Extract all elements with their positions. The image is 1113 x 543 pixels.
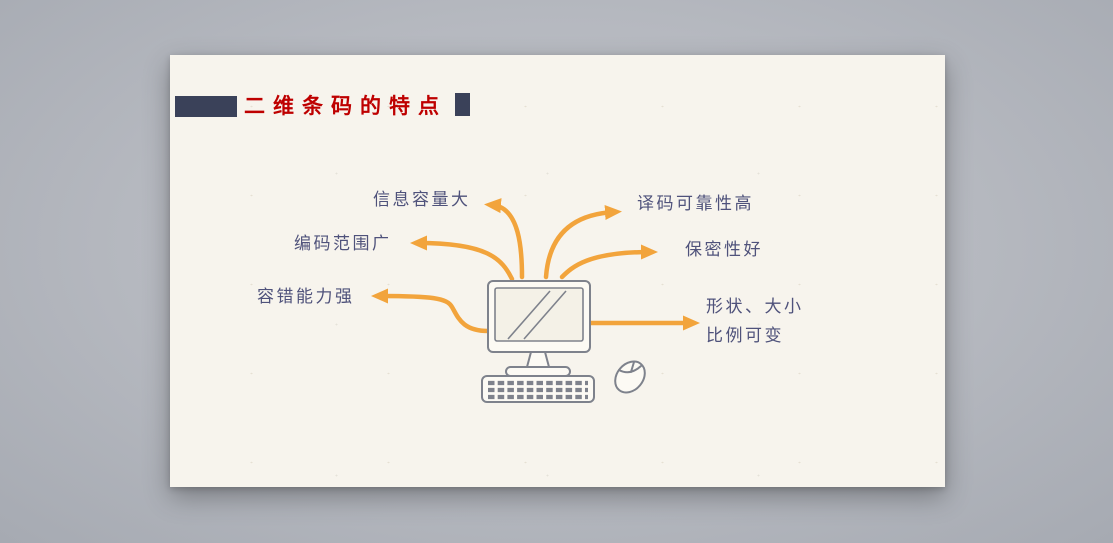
feature-label-encoding-range: 编码范围广 [294, 234, 392, 254]
title-accent-bar-right [455, 93, 470, 116]
arrow-connector-group [371, 198, 700, 334]
arrow-error-tolerance [371, 288, 491, 334]
arrow-confidentiality [559, 244, 658, 280]
feature-label-info-capacity: 信息容量大 [373, 190, 471, 210]
monitor-base [505, 366, 571, 377]
feature-label-shape-size: 形状、大小 比例可变 [706, 293, 804, 351]
feature-label-shape-size-line1: 形状、大小 [706, 297, 804, 317]
presentation-slide: 二维条码的特点 [170, 55, 945, 487]
mouse-divider [630, 361, 635, 373]
title-accent-bar-left [175, 96, 237, 117]
computer-icon [481, 280, 595, 403]
mouse-icon [614, 360, 646, 394]
feature-label-decoding-reliability: 译码可靠性高 [637, 194, 754, 214]
mouse-body [614, 360, 646, 394]
arrow-info-capacity [484, 198, 525, 280]
screen-glare-line [523, 290, 567, 340]
monitor-stand [526, 351, 550, 368]
slide-title: 二维条码的特点 [244, 94, 447, 118]
arrow-decoding-reliability [543, 205, 622, 280]
feature-label-error-tolerance: 容错能力强 [257, 287, 355, 307]
diagram-graphic [371, 198, 700, 403]
screen-glare-line [507, 290, 551, 340]
feature-label-confidentiality: 保密性好 [685, 240, 763, 260]
feature-label-shape-size-line2: 比例可变 [706, 326, 784, 346]
monitor-screen [494, 287, 584, 342]
arrow-encoding-range [410, 235, 515, 282]
